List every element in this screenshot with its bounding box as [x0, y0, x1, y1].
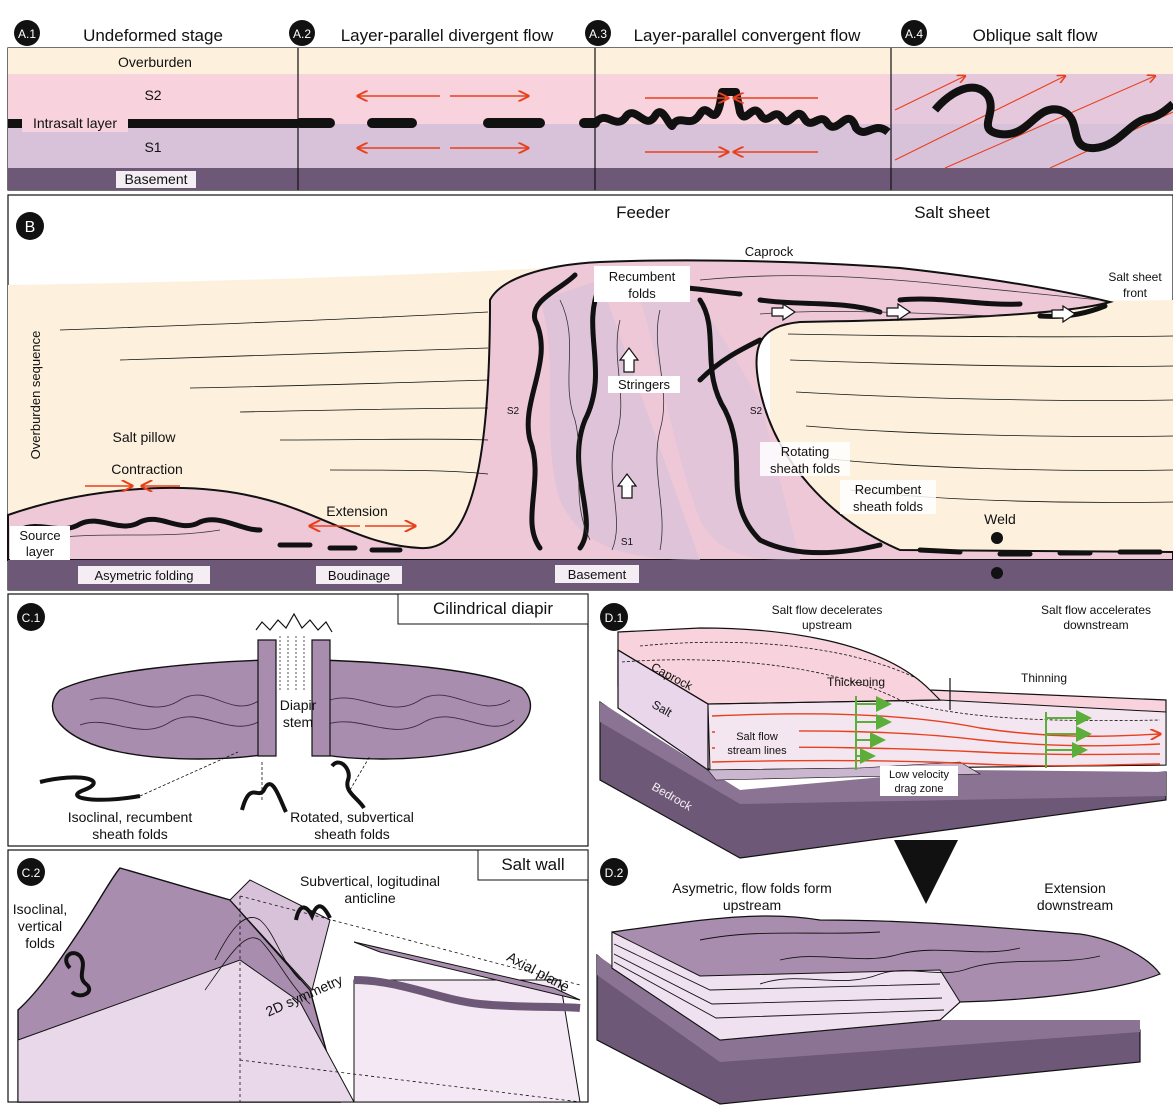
badge-c1-label: C.1: [22, 611, 41, 625]
d1-thinning-label: Thinning: [1021, 671, 1067, 685]
panel-c2: C.2 Salt wall Isoclinal, vertical folds …: [8, 850, 588, 1102]
c1-isoclinal-label-2: sheath folds: [92, 826, 168, 842]
s2-left-label: S2: [507, 406, 520, 417]
recumbent-folds-label-2: folds: [628, 286, 656, 301]
overburden-label: Overburden: [118, 54, 192, 70]
c1-isoclinal-label-1: Isoclinal, recumbent: [68, 809, 193, 825]
a4-title: Oblique salt flow: [973, 26, 1098, 45]
salt-sheet-front-label-1: Salt sheet: [1108, 270, 1162, 284]
d1-accel-label-2: downstream: [1063, 618, 1128, 632]
badge-a2-label: A.2: [293, 27, 311, 41]
d2-asym-label-1: Asymetric, flow folds form: [672, 880, 831, 896]
d1-accel-label-1: Salt flow accelerates: [1041, 603, 1151, 617]
salt-pillow-label: Salt pillow: [112, 429, 176, 445]
d2-asym-label-2: upstream: [723, 897, 781, 913]
c1-title: Cilindrical diapir: [433, 599, 553, 618]
s1-b-label: S1: [621, 537, 634, 548]
panel-d2: D.2 Asymetric, flow folds form upstream …: [597, 858, 1160, 1104]
source-layer-label-1: Source: [19, 528, 60, 543]
s2-right-label: S2: [750, 406, 763, 417]
d2-ext-label-1: Extension: [1044, 880, 1105, 896]
badge-b-label: B: [25, 219, 36, 236]
asymetric-folding-label: Asymetric folding: [95, 568, 194, 583]
a2-title: Layer-parallel divergent flow: [341, 26, 554, 45]
badge-a3-label: A.3: [589, 27, 607, 41]
overburden-sequence-label: Overburden sequence: [28, 331, 43, 460]
badge-d1-label: D.1: [605, 611, 624, 625]
d1-decel-label-2: upstream: [802, 618, 852, 632]
weld-label: Weld: [984, 511, 1016, 527]
c2-isoclinal-label-2: vertical: [18, 918, 62, 934]
contraction-label: Contraction: [111, 461, 183, 477]
diapir-label-2: stem: [283, 714, 313, 730]
intrasalt-label: Intrasalt layer: [33, 115, 117, 131]
c1-rotated-label-2: sheath folds: [314, 826, 390, 842]
c2-subvertical-label-2: anticline: [344, 890, 396, 906]
boudinage-label: Boudinage: [328, 568, 390, 583]
a1-title: Undeformed stage: [83, 26, 223, 45]
badge-a4-label: A.4: [905, 27, 923, 41]
d2-ext-label-2: downstream: [1037, 897, 1113, 913]
c2-isoclinal-label-1: Isoclinal,: [13, 901, 67, 917]
c1-rotated-label-1: Rotated, subvertical: [290, 809, 414, 825]
panel-d1: D.1 Salt flow decelerates upstream Salt …: [592, 594, 1173, 862]
d1-stream-label-2: stream lines: [727, 745, 787, 757]
salt-sheet-title: Salt sheet: [914, 203, 990, 222]
weld-dot-lower: [991, 567, 1003, 579]
badge-a1-label: A.1: [18, 27, 36, 41]
rotating-label-1: Rotating: [781, 444, 829, 459]
weld-dot-upper: [991, 532, 1003, 544]
salt-sheet-front-label-2: front: [1123, 286, 1148, 300]
diapir-label-1: Diapir: [280, 697, 317, 713]
s2-label: S2: [144, 87, 161, 103]
feeder-title: Feeder: [616, 203, 670, 222]
d1-low-velocity-label-2: drag zone: [895, 783, 944, 795]
c2-isoclinal-label-3: folds: [25, 935, 55, 951]
rotating-label-2: sheath folds: [770, 461, 841, 476]
source-layer-label-2: layer: [26, 544, 55, 559]
c2-title: Salt wall: [501, 855, 564, 874]
d1-decel-label-1: Salt flow decelerates: [772, 603, 883, 617]
panel-c1: C.1 Cilindrical diapir Diapir stem: [8, 594, 588, 846]
recumbent-folds-label-1: Recumbent: [609, 269, 676, 284]
badge-d2-label: D.2: [605, 866, 624, 880]
badge-c2-label: C.2: [22, 866, 41, 880]
recumbent-sheath-label-2: sheath folds: [853, 499, 924, 514]
c2-subvertical-label-1: Subvertical, logitudinal: [300, 873, 440, 889]
caprock-label: Caprock: [745, 244, 794, 259]
d1-stream-label-1: Salt flow: [736, 731, 778, 743]
a3-title: Layer-parallel convergent flow: [634, 26, 862, 45]
basement-label: Basement: [124, 171, 187, 187]
extension-label: Extension: [326, 503, 387, 519]
d1-low-velocity-label-1: Low velocity: [889, 769, 949, 781]
panel-a: A.1 Undeformed stage Overburden S2 Intra…: [8, 20, 1173, 190]
panel-b: B Feeder Salt sheet: [8, 195, 1173, 590]
recumbent-sheath-label-1: Recumbent: [855, 482, 922, 497]
stringers-label: Stringers: [618, 377, 671, 392]
d1-thickening-label: Thickening: [827, 675, 885, 689]
s1-label: S1: [144, 139, 161, 155]
b-basement-label: Basement: [568, 567, 627, 582]
